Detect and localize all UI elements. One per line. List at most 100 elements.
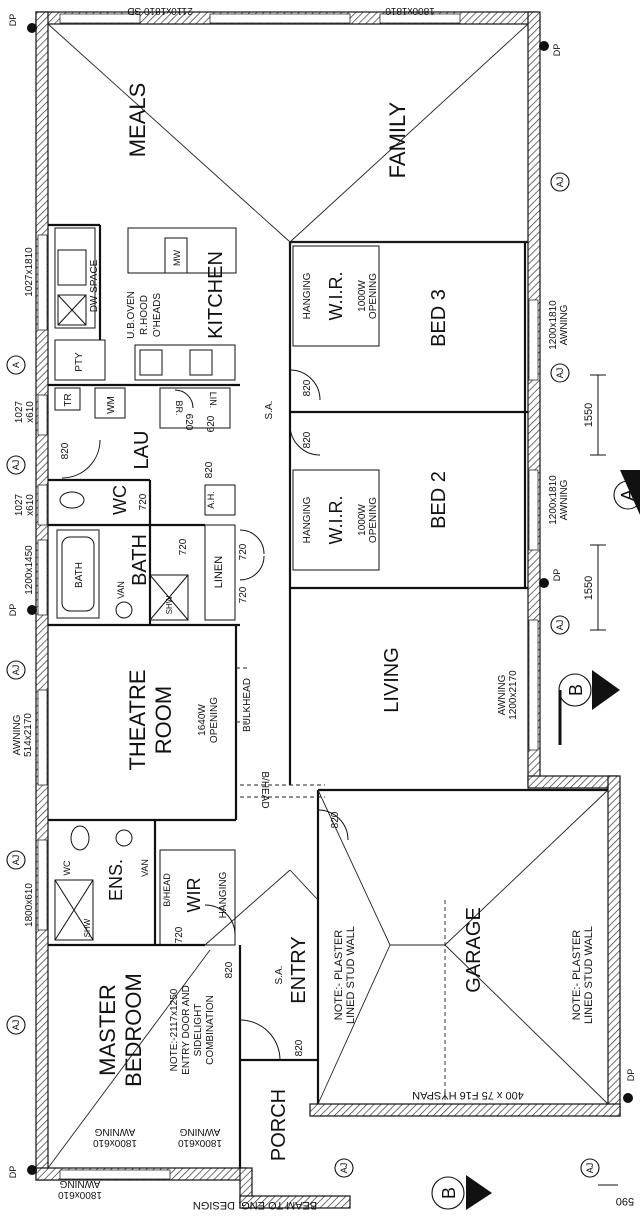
window-kitchen: 1027x1810 <box>24 247 35 297</box>
aj-label-2: AJ <box>11 665 21 676</box>
window-master-2-a: 1800x610 <box>178 1137 222 1148</box>
wir2-opening-2: OPENING <box>368 497 379 543</box>
aj-label-4: AJ <box>11 1020 21 1031</box>
entry-note-4: COMBINATION <box>205 995 216 1065</box>
room-meals: MEALS <box>125 83 150 158</box>
dim-1550-a: 1550 <box>583 403 595 427</box>
bhead-label: B/HEAD <box>259 771 270 808</box>
beam-label: BEAM TO ENG. DESIGN <box>193 1199 317 1211</box>
wir3-opening: 1000WOPENING <box>357 273 379 319</box>
theatre-line-2: ROOM <box>151 686 176 754</box>
aj-label-8: AJ <box>339 1163 349 1174</box>
junction-markers <box>6 172 600 1178</box>
wir2-label: W.I.R. <box>326 496 346 545</box>
window-bed3-1: 1200x1810 <box>548 300 559 350</box>
room-bath: BATH <box>129 534 151 586</box>
door-720-b: 720 <box>178 538 189 555</box>
window-bottom-b: AWNING <box>59 1178 100 1189</box>
room-wir-master: WIR <box>184 878 204 913</box>
window-living-2: 1200x2170 <box>508 670 519 720</box>
ens-van: VAN <box>140 859 150 877</box>
door-720-a: 720 <box>138 493 149 510</box>
door-820-d: 820 <box>204 461 215 478</box>
window-openings <box>37 13 539 1180</box>
window-bed3: 1200x1810AWNING <box>548 300 570 350</box>
window-top-left: 1800x1810 <box>385 5 435 16</box>
aj-label-7: AJ <box>555 620 565 631</box>
mw-label: MW <box>172 250 182 266</box>
door-820-e: 820 <box>330 811 341 828</box>
door-swings <box>61 369 349 1061</box>
theatre-opening-2: OPENING <box>209 697 220 743</box>
dim-590: 590 <box>616 1195 634 1207</box>
room-entry: ENTRY <box>288 936 310 1003</box>
aj-label-6: AJ <box>555 368 565 379</box>
dp-label-4: DP <box>552 569 562 582</box>
dp-label-2: DP <box>552 44 562 57</box>
hall-sa: S.A. <box>264 401 275 420</box>
room-lau: LAU <box>131 431 153 470</box>
hyspan-label: 400 x 75 F16 HYSPAN <box>412 1089 524 1101</box>
window-top-right: 2110x1810 SD <box>127 5 192 16</box>
entry-sa: S.A. <box>274 966 285 985</box>
door-820-f: 820 <box>224 961 235 978</box>
wir3-opening-2: OPENING <box>368 273 379 319</box>
a-label-1: A <box>11 362 21 368</box>
entry-note-1: NOTE:-2117x1250 <box>169 988 180 1071</box>
window-wc-1: 1027 <box>14 493 25 516</box>
window-bed3-2: AWNING <box>559 304 570 345</box>
window-bottom: 1800x610AWNING <box>58 1178 102 1200</box>
door-820-c: 820 <box>302 431 313 448</box>
door-820-a: 820 <box>60 442 71 459</box>
section-b-label-2: B <box>439 1187 459 1199</box>
window-theatre: AWNING514x2170 <box>12 713 34 757</box>
window-master-1-a: 1800x610 <box>93 1137 137 1148</box>
window-theatre-2: 514x2170 <box>23 713 34 757</box>
window-lau: 1027x610 <box>14 400 36 423</box>
bath-shw: SHW <box>165 595 174 614</box>
plaster-note-2-a: NOTE:- PLASTER <box>571 930 583 1021</box>
door-620-a: 620 <box>183 414 194 431</box>
room-porch: PORCH <box>268 1089 290 1161</box>
ens-bhead: B/HEAD <box>162 873 172 907</box>
plaster-note-1-a: NOTE:- PLASTER <box>333 930 345 1021</box>
window-ens: 1800x610 <box>24 883 35 927</box>
door-720-c: 720 <box>238 543 249 560</box>
window-lau-2: x610 <box>25 401 36 423</box>
entry-note: NOTE:-2117x1250ENTRY DOOR ANDSIDELIGHTCO… <box>169 985 216 1075</box>
window-bed2-1: 1200x1810 <box>548 475 559 525</box>
marker-labels: DP DP DP DP DP DP AJ AJ AJ AJ A AJ AJ AJ… <box>8 14 638 1207</box>
window-labels: 1800x1810 2110x1810 SD 1027x1810 1027x61… <box>12 5 570 1200</box>
window-bottom-a: 1800x610 <box>58 1189 102 1200</box>
window-living-1: AWNING <box>497 674 508 715</box>
theatre-line-1: THEATRE <box>125 669 150 770</box>
downpipes <box>27 23 633 1175</box>
window-master-2: 1800x610AWNING <box>178 1126 222 1148</box>
lin-label: LIN. <box>208 392 218 409</box>
dp-label-1: DP <box>8 14 18 27</box>
plaster-note-2: NOTE:- PLASTERLINED STUD WALL <box>571 926 595 1024</box>
window-bath: 1200x1450 <box>24 545 35 595</box>
window-master-2-b: AWNING <box>179 1126 220 1137</box>
window-living: AWNING1200x2170 <box>497 670 519 720</box>
dp-label-6: DP <box>626 1069 636 1082</box>
r-hood-label: R.HOOD <box>139 295 150 335</box>
door-820-b: 820 <box>302 379 313 396</box>
room-garage: GARAGE <box>463 907 485 993</box>
wm-label: WM <box>106 396 117 414</box>
theatre-opening-1: 1640W <box>197 704 208 736</box>
room-master: MASTERBEDROOM <box>95 973 146 1087</box>
dp-label-5: DP <box>8 1166 18 1179</box>
room-living: LIVING <box>381 647 403 713</box>
master-line-2: BEDROOM <box>121 973 146 1087</box>
o-heads-label: O'HEADS <box>152 293 163 337</box>
aj-label-5: AJ <box>555 177 565 188</box>
ah-label: A.H. <box>206 491 216 509</box>
bath-tub-label: BATH <box>74 562 85 588</box>
aj-label-3: AJ <box>11 855 21 866</box>
roof-lines <box>47 23 609 1169</box>
window-wc: 1027x610 <box>14 493 36 516</box>
window-bed2-2: AWNING <box>559 479 570 520</box>
ub-oven-label: U.B.OVEN <box>126 291 137 339</box>
